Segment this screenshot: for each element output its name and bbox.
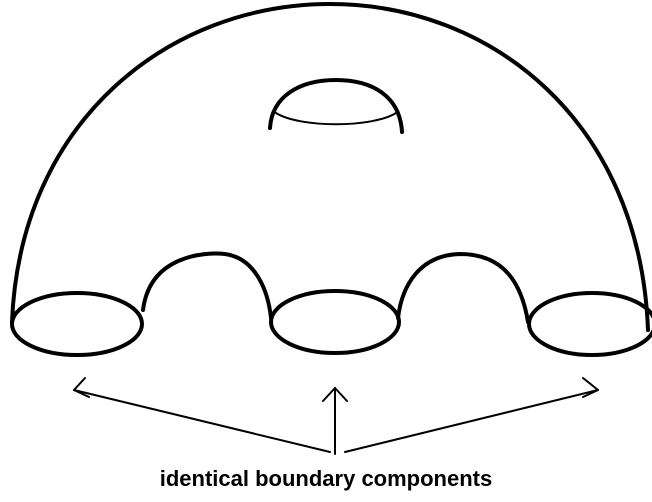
boundary-component-right bbox=[527, 291, 652, 357]
surface-hump-right bbox=[396, 252, 530, 324]
surface-handle-top-arc bbox=[268, 78, 404, 134]
surface-outer-dome bbox=[10, 2, 650, 332]
boundary-component-left bbox=[10, 291, 144, 357]
boundary-component-center bbox=[269, 289, 401, 355]
surface-hump-left bbox=[141, 251, 273, 320]
surface-handle-bottom-arc bbox=[275, 112, 397, 126]
arrow-left bbox=[73, 377, 331, 453]
arrow-center bbox=[322, 387, 348, 455]
arrow-right bbox=[344, 377, 599, 453]
caption: identical boundary components bbox=[159, 466, 493, 491]
